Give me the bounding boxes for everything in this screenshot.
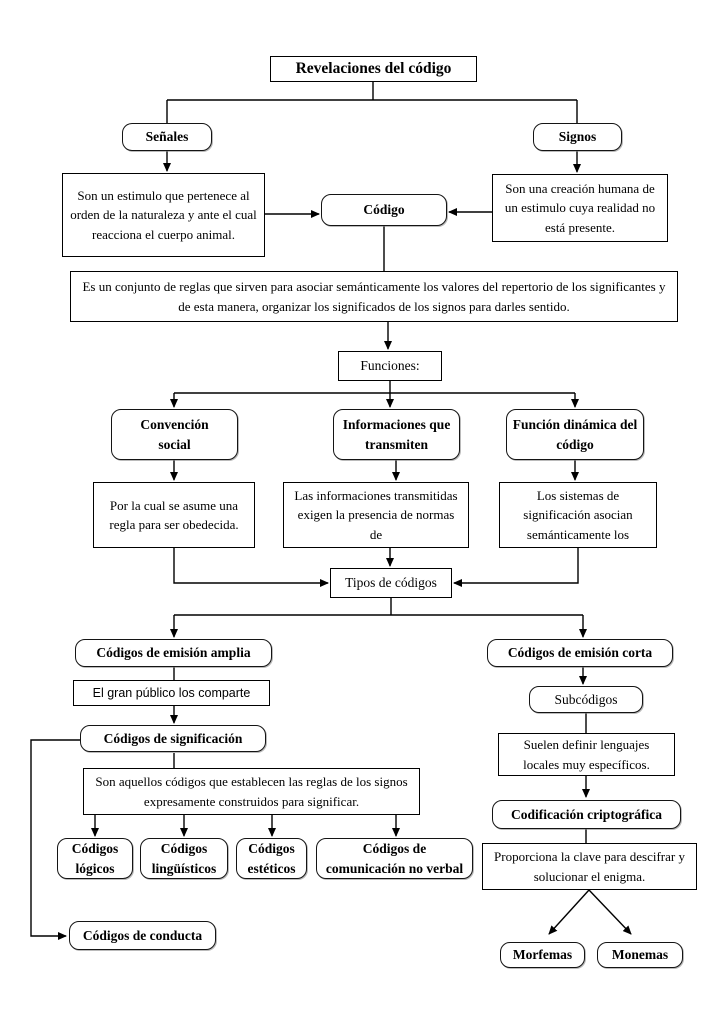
node-funcion-dinamica: Función dinámica del código <box>506 409 644 460</box>
node-codigos-linguisticos: Códigos lingüísticos <box>140 838 228 879</box>
node-codigos-esteticos: Códigos estéticos <box>236 838 307 879</box>
node-funcion-dinamica-desc: Los sistemas de significación asocian se… <box>499 482 657 548</box>
node-criptografica: Codificación criptográfica <box>492 800 681 829</box>
node-emision-amplia: Códigos de emisión amplia <box>75 639 272 667</box>
node-codigo-definicion: Es un conjunto de reglas que sirven para… <box>70 271 678 322</box>
node-tipos-de-codigos: Tipos de códigos <box>330 568 452 598</box>
node-funciones: Funciones: <box>338 351 442 381</box>
node-senales-desc: Son un estimulo que pertenece al orden d… <box>62 173 265 257</box>
edge-propdesc-to-monemas <box>588 889 632 935</box>
node-subcodigos-desc: Suelen definir lenguajes locales muy esp… <box>498 733 675 776</box>
node-significacion-desc: Son aquellos códigos que establecen las … <box>83 768 420 815</box>
node-convencion-desc: Por la cual se asume una regla para ser … <box>93 482 255 548</box>
node-monemas: Monemas <box>597 942 683 968</box>
node-signos: Signos <box>533 123 622 151</box>
edge-propdesc-to-morfemas <box>548 889 590 935</box>
node-title: Revelaciones del código <box>270 56 477 82</box>
node-criptografica-desc: Proporciona la clave para descifrar y so… <box>482 843 697 890</box>
node-signos-desc: Son una creación humana de un estimulo c… <box>492 174 668 242</box>
node-morfemas: Morfemas <box>500 942 585 968</box>
node-convencion-social: Convención social <box>111 409 238 460</box>
edge-tipos-split <box>174 598 583 616</box>
edge-fundesc-to-tipos <box>453 548 579 587</box>
edge-title-split <box>166 82 578 123</box>
node-informaciones-desc: Las informaciones transmitidas exigen la… <box>283 482 469 548</box>
node-subcodigos: Subcódigos <box>529 686 643 713</box>
node-comunicacion-no-verbal: Códigos de comunicación no verbal <box>316 838 473 879</box>
node-senales: Señales <box>122 123 212 151</box>
node-codigo: Código <box>321 194 447 226</box>
node-significacion: Códigos de significación <box>80 725 266 752</box>
node-codigos-conducta: Códigos de conducta <box>69 921 216 950</box>
edge-convdesc-to-tipos <box>173 548 329 587</box>
node-informaciones: Informaciones que transmiten <box>333 409 460 460</box>
node-emision-corta: Códigos de emisión corta <box>487 639 673 667</box>
node-codigos-logicos: Códigos lógicos <box>57 838 133 879</box>
node-gran-publico: El gran público los comparte <box>73 680 270 706</box>
